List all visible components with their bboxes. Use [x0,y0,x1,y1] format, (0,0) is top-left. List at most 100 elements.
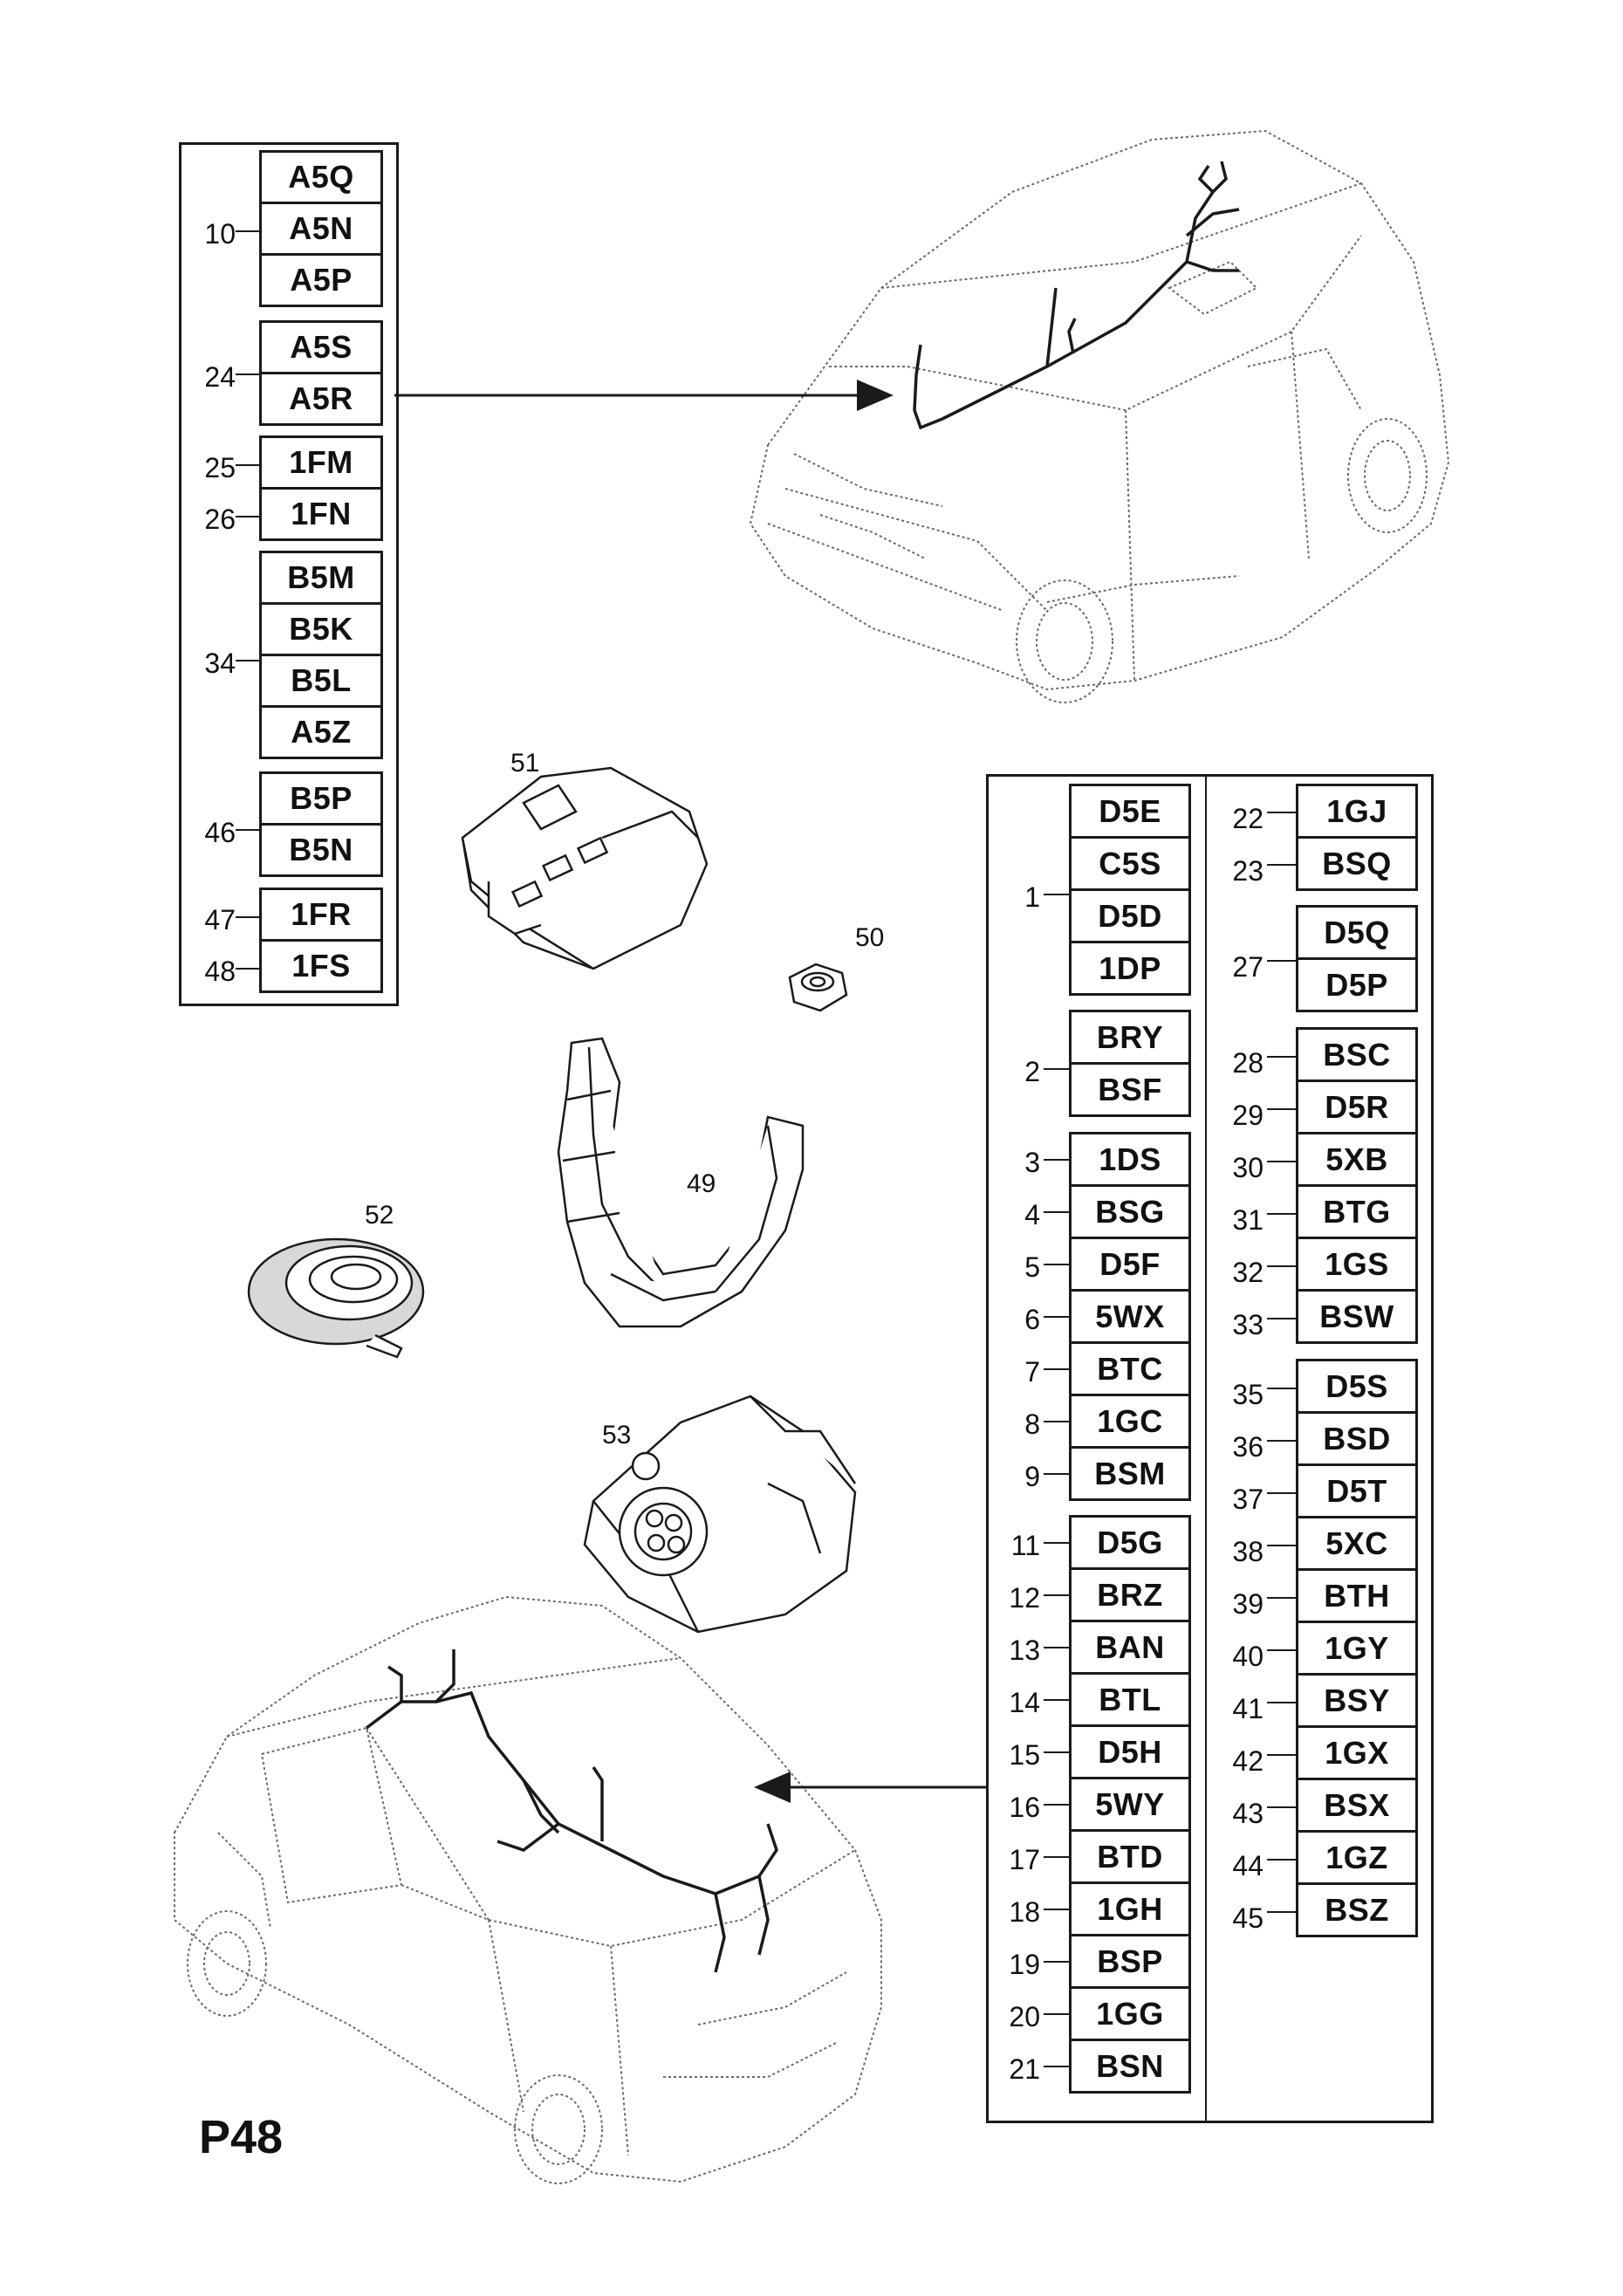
leader-line [1267,1108,1296,1110]
code-box: 1GS [1296,1237,1418,1292]
leader-line [1267,1754,1296,1756]
code-box: D5S [1296,1359,1418,1414]
ref-number: 17 [1009,1844,1040,1875]
code-box: BTH [1296,1568,1418,1623]
ref-number: 46 [204,817,236,848]
car-bottom-illustration [174,1595,882,2184]
leader-line [236,464,259,466]
ref-number: 30 [1232,1152,1263,1183]
table-divider [1205,774,1207,2123]
code-box: 1DS [1069,1132,1191,1187]
code-box: 5WX [1069,1289,1191,1344]
ref-number: 12 [1009,1582,1040,1614]
code-box: BRY [1069,1010,1191,1065]
ref-number: 36 [1232,1431,1263,1463]
ref-number: 47 [204,904,236,936]
code-box: D5E [1069,784,1191,839]
leader-line [1044,1421,1069,1422]
leader-line [236,968,259,970]
ref-number: 20 [1009,2001,1040,2032]
ref-number: 2 [1024,1056,1040,1087]
leader-line [1267,1440,1296,1442]
code-box: A5Q [259,150,383,204]
ref-number: 4 [1024,1199,1040,1230]
leader-line [1044,1856,1069,1858]
leader-line [1267,1911,1296,1913]
ref-number: 14 [1009,1687,1040,1718]
leader-line [1267,960,1296,962]
leader-line [1044,1316,1069,1318]
code-box: B5N [259,823,383,877]
leader-line [1267,864,1296,866]
ref-number: 37 [1232,1484,1263,1515]
code-box: D5Q [1296,905,1418,960]
code-box: D5H [1069,1724,1191,1779]
ref-number: 7 [1024,1356,1040,1388]
code-box: B5P [259,771,383,826]
ref-number: 24 [204,361,236,393]
code-box: A5R [259,372,383,426]
ref-number: 40 [1232,1641,1263,1672]
code-box: BSD [1296,1411,1418,1466]
code-box: C5S [1069,836,1191,891]
leader-line [1044,1647,1069,1648]
code-box: 1FR [259,888,383,942]
code-box: A5N [259,202,383,256]
harness-top [913,161,1240,430]
page-code: P48 [199,2111,284,2163]
ref-number: 27 [1232,951,1263,983]
code-box: BSY [1296,1673,1418,1728]
leader-line [1267,1388,1296,1389]
ref-number: 5 [1024,1251,1040,1283]
leader-line [1044,1909,1069,1910]
code-box: BSZ [1296,1882,1418,1937]
leader-line [1044,1211,1069,1213]
ref-number: 48 [204,956,236,987]
code-box: BSP [1069,1934,1191,1989]
code-box: D5T [1296,1463,1418,1518]
ref-number: 10 [204,218,236,250]
ref-number: 38 [1232,1536,1263,1567]
leader-line [1267,1213,1296,1215]
code-box: B5L [259,654,383,708]
leader-line [1267,1597,1296,1599]
code-box: BSC [1296,1027,1418,1082]
code-box: BSF [1069,1062,1191,1117]
code-box: BTG [1296,1184,1418,1239]
ref-number: 9 [1024,1461,1040,1492]
leader-line [1044,894,1069,895]
ref-number: 45 [1232,1902,1263,1934]
code-box: 1FS [259,939,383,993]
ref-number: 44 [1232,1850,1263,1881]
code-box: BRZ [1069,1567,1191,1622]
code-box: BSM [1069,1446,1191,1501]
ref-number: 31 [1232,1204,1263,1236]
leader-line [1267,1265,1296,1267]
code-box: B5M [259,551,383,605]
harness-bottom [365,1649,778,1973]
ref-number: 34 [204,648,236,679]
code-box: D5G [1069,1515,1191,1570]
part-label-50: 50 [855,923,885,952]
code-box: A5S [259,320,383,374]
leader-line [1267,1649,1296,1651]
leader-line [1044,1594,1069,1596]
leader-line [1044,1961,1069,1963]
code-box: 5XC [1296,1516,1418,1571]
ref-number: 25 [204,452,236,483]
code-box: 1GH [1069,1881,1191,1936]
ref-number: 11 [1010,1530,1040,1561]
ref-number: 32 [1232,1257,1263,1288]
leader-line [1044,1159,1069,1161]
ref-number: 3 [1024,1147,1040,1178]
leader-line [1044,1068,1069,1070]
code-box: D5P [1296,957,1418,1012]
code-box: 1GJ [1296,784,1418,839]
leader-line [1267,1859,1296,1861]
code-box: 1FM [259,435,383,490]
ref-number: 13 [1009,1635,1040,1666]
ref-number: 42 [1232,1745,1263,1777]
leader-line [236,829,259,831]
leader-line [1267,812,1296,813]
part-label-53: 53 [602,1421,632,1450]
